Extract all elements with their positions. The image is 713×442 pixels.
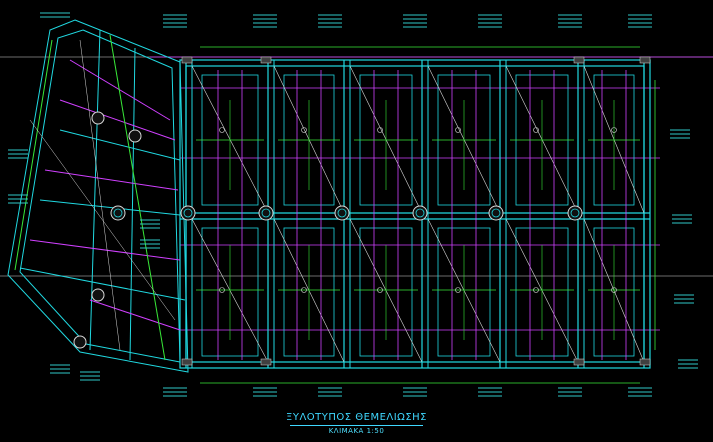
dimension-lines bbox=[200, 46, 656, 384]
magenta-reference-lines bbox=[150, 56, 713, 331]
annotation-labels bbox=[8, 12, 698, 397]
foundation-bays bbox=[185, 60, 651, 368]
drawing-scale: ΚΛΙΜΑΚΑ 1:50 bbox=[328, 427, 385, 435]
title-underline bbox=[290, 425, 423, 426]
column-footings bbox=[73, 56, 651, 366]
drawing-title: ΞΥΛΟΤΥΠΟΣ ΘΕΜΕΛΙΩΣΗΣ bbox=[286, 412, 427, 423]
skewed-wing bbox=[7, 19, 189, 373]
reference-gridlines bbox=[0, 56, 713, 277]
